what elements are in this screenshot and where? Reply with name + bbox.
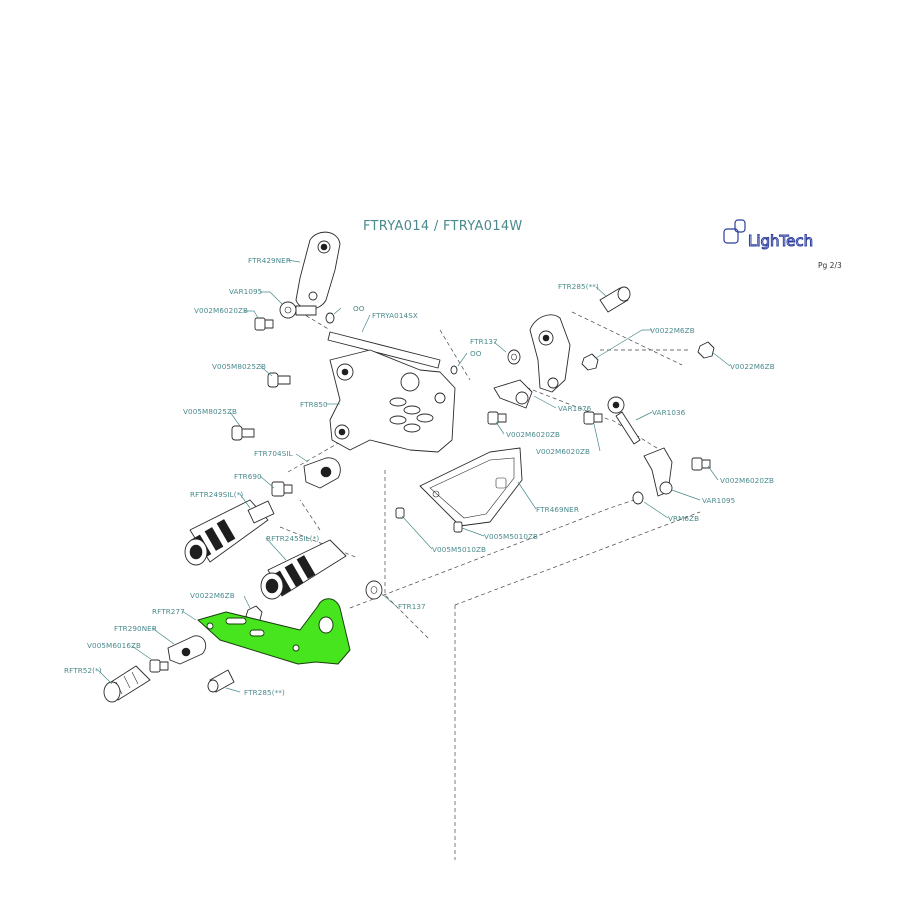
pin-ftrya014sx: [327, 331, 441, 369]
screw-v005m5010zb-b: [453, 521, 463, 533]
label-rftr249sil: RFTR249SIL(*): [190, 490, 243, 499]
label-v005m8025zb-a: V005M8025ZB: [212, 362, 266, 371]
label-v002m6020zb-right: V002M6020ZB: [536, 447, 590, 456]
label-v005m5010zb-b: V005M5010ZB: [432, 545, 486, 554]
screw-v005m5010zb-a: [395, 507, 405, 519]
label-ftr704sil: FTR704SIL: [254, 449, 293, 458]
washer-ftr137-upper: [507, 349, 521, 365]
label-var1095-upper: VAR1095: [229, 287, 262, 296]
bushing-ftr285-lower: [207, 669, 235, 693]
label-v005m8025zb-b: V005M8025ZB: [183, 407, 237, 416]
label-ftr290ner: FTR290NER: [114, 624, 157, 633]
ball-joint-var1095-lower: [643, 447, 673, 497]
label-ftrya014sx: FTRYA014SX: [372, 311, 418, 320]
label-v0022m6zb-b: V0022M6ZB: [730, 362, 775, 371]
bolt-v005m8025zb-b: [231, 425, 255, 441]
label-v002m6020zb-far-right: V002M6020ZB: [720, 476, 774, 485]
label-ftr285-lower: FTR285(**): [244, 688, 285, 697]
page-number: Pg 2/3: [818, 261, 842, 270]
bushing-ftr285-upper: [599, 286, 631, 313]
label-v005m5010zb-a: V005M5010ZB: [484, 532, 538, 541]
label-ftr690: FTR690: [234, 472, 262, 481]
ball-joint-var1095-upper: [279, 301, 317, 319]
spacer-oo-upper: [325, 312, 335, 324]
label-rftr277: RFTR277: [152, 607, 185, 616]
label-ftr137-upper: FTR137: [470, 337, 498, 346]
washer-vrm6zb: [632, 491, 644, 505]
bolt-v005m6016zb: [149, 659, 169, 673]
spacer-oo-lower: [450, 365, 458, 375]
label-oo-upper: OO: [353, 304, 365, 313]
brand-name: LighTech: [748, 232, 813, 250]
label-oo-lower: OO: [470, 349, 482, 358]
bolt-v002m6020zb-upper: [254, 317, 274, 331]
spacer-ftr290ner: [167, 635, 207, 665]
label-rftr52: RFTR52(*): [64, 666, 102, 675]
label-var1095-lower: VAR1095: [702, 496, 735, 505]
heel-guard-ftr469ner: [419, 447, 523, 527]
rod-end-var1036: [607, 396, 641, 445]
footpeg-rftr245sil: [260, 539, 347, 600]
label-vrm6zb: VRM6ZB: [668, 514, 699, 523]
spacer-ftr704sil: [303, 457, 341, 489]
lever-ftr429ner: [295, 231, 341, 310]
washer-ftr137-lower: [365, 580, 383, 600]
bolt-v002m6020zb-middle: [487, 411, 507, 425]
label-ftr429ner: FTR429NER: [248, 256, 291, 265]
label-ftr285-upper: FTR285(**): [558, 282, 599, 291]
label-ftr850: FTR850: [300, 400, 328, 409]
diagram-title: FTRYA014 / FTRYA014W: [363, 219, 523, 234]
part-labels: FTR429NER VAR1095 V002M6020ZB OO FTRYA01…: [64, 256, 775, 697]
footpeg-rftr249sil: [184, 499, 275, 566]
label-var1036: VAR1036: [652, 408, 686, 417]
nut-v0022m6zb-b: [697, 341, 715, 359]
label-var1076: VAR1076: [558, 404, 592, 413]
label-v002m6020zb-upper: V002M6020ZB: [194, 306, 248, 315]
nut-ftr690: [271, 481, 293, 497]
nut-v0022m6zb-a: [581, 353, 599, 371]
lightech-logo: LighTech: [723, 219, 814, 251]
shift-peg-rftr52: [103, 665, 151, 703]
bolt-v002m6020zb-right: [583, 411, 603, 425]
label-v002m6020zb-middle: V002M6020ZB: [506, 430, 560, 439]
label-ftr469ner: FTR469NER: [536, 505, 579, 514]
leader-lines: [97, 259, 731, 693]
bolt-v005m8025zb-a: [267, 372, 291, 388]
bolt-v002m6020zb-far-right: [691, 457, 711, 471]
label-rftr245sil: RFTR245SIL(*): [266, 534, 319, 543]
label-v0022m6zb-lower: V0022M6ZB: [190, 591, 235, 600]
bracket-ftr850: [329, 349, 456, 453]
label-v0022m6zb-a: V0022M6ZB: [650, 326, 695, 335]
label-v005m6016zb: V005M6016ZB: [87, 641, 141, 650]
shift-lever-rftr277: [197, 598, 351, 665]
label-ftr137-lower: FTR137: [398, 602, 426, 611]
lever-upper-right: [529, 314, 571, 393]
joint-var1076: [493, 379, 533, 409]
